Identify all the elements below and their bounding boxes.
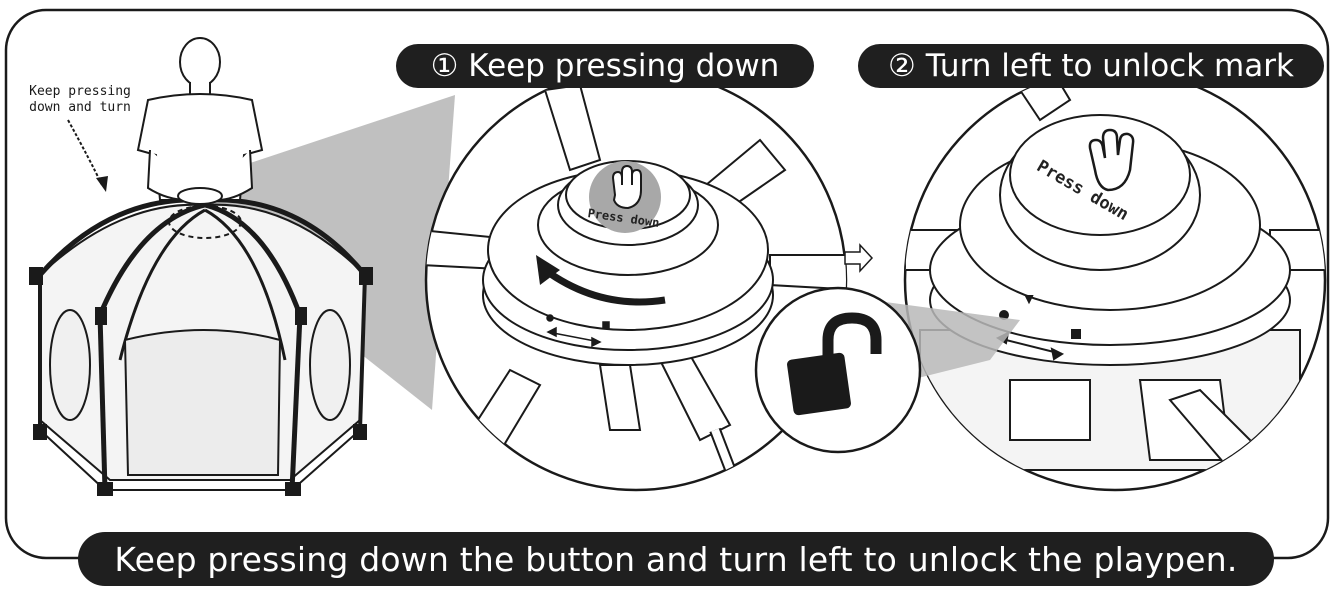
- unlock-icon: [787, 312, 882, 416]
- hand-icon: [611, 164, 642, 210]
- playpen: [29, 197, 373, 496]
- hand-icon: [1088, 128, 1135, 192]
- rotate-arrow-icon: [542, 267, 666, 306]
- side-note-line1: Keep pressing: [29, 84, 131, 99]
- lock-markers-step1: [546, 314, 610, 348]
- step1-label: ① Keep pressing down: [396, 44, 814, 88]
- caption: Keep pressing down the button and turn l…: [78, 532, 1274, 586]
- side-note: Keep pressing down and turn: [15, 84, 145, 116]
- magnified-view-step1: Press down: [424, 68, 848, 492]
- person: [136, 37, 264, 205]
- magnified-view-step2: Press down: [903, 68, 1327, 492]
- unlock-badge: [754, 286, 922, 454]
- step2-label: ② Turn left to unlock mark: [858, 44, 1324, 88]
- side-note-line2: down and turn: [29, 100, 131, 115]
- arrow-right-icon: [844, 243, 874, 273]
